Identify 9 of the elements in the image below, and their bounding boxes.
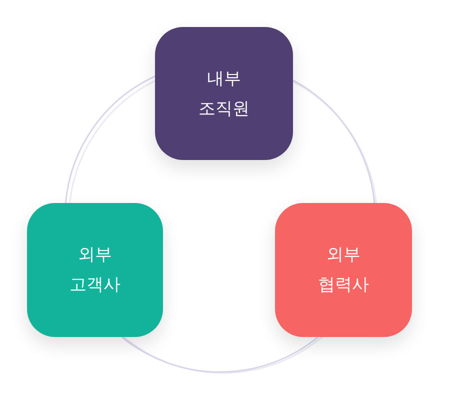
arc-connector [122,336,318,372]
rounded-node-box [27,203,163,337]
arc-connector [64,76,156,204]
node-label: 내부 조직원 [198,68,250,120]
node-label: 외부 고객사 [68,244,122,297]
arc-connector [292,80,376,204]
rounded-node-box [155,27,293,160]
rounded-node-box [275,203,412,337]
node-label: 외부 협력사 [317,244,370,297]
